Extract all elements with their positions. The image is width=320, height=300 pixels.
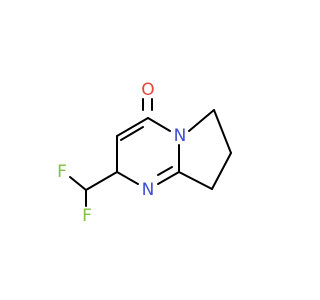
- atom-oxygen: O: [141, 80, 154, 100]
- bond-c2-n1: [116, 171, 139, 185]
- bond-layer: [69, 98, 232, 207]
- bond-n5-c4: [147, 117, 171, 132]
- bond-chf2-f1: [69, 176, 87, 191]
- atom-nitrogen-ring: N: [142, 180, 155, 200]
- atom-nitrogen-amide: N: [174, 126, 187, 146]
- atom-label-layer: O N N F F: [57, 80, 186, 226]
- bond-n5-c6: [188, 109, 215, 132]
- bond-n1-c8a: [157, 171, 180, 185]
- bond-c4-c3-inner: [120, 126, 144, 141]
- atom-fluorine-2: F: [82, 206, 92, 226]
- bond-c7-c8: [211, 152, 232, 190]
- atom-fluorine-1: F: [57, 162, 67, 182]
- bond-c8-c8a: [178, 171, 213, 190]
- structure-canvas: O N N F F: [57, 80, 232, 226]
- bond-n1-c8a-inner: [157, 166, 173, 176]
- bond-c6-c7: [213, 109, 232, 154]
- bond-c2-chf2: [85, 171, 118, 191]
- bond-c4-c3: [116, 117, 149, 137]
